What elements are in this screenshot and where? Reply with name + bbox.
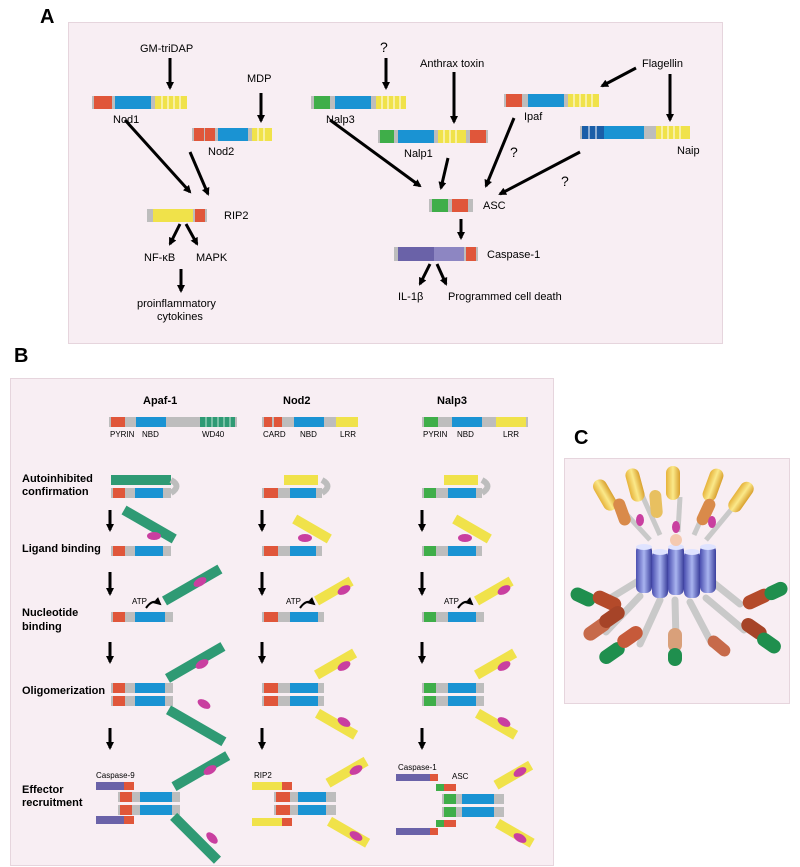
arrow-nod1-rip2	[123, 118, 192, 194]
mapk-label: MAPK	[196, 252, 228, 264]
question-naip: ?	[561, 173, 569, 189]
rip2-label: RIP2	[224, 210, 248, 222]
nod2-nucleotide-bound: ATP	[262, 576, 354, 622]
ipaf-protein	[504, 94, 599, 107]
apaf1-effector-complex: Caspase-9	[96, 751, 231, 864]
panel-c-inflammasome-model	[570, 466, 788, 666]
nalp3-oligomer	[422, 648, 519, 740]
caspase1-protein	[394, 247, 478, 261]
arrow-ipaf-asc	[484, 117, 516, 188]
arrow-caspase1-il1b	[418, 263, 432, 286]
caspase9-label: Caspase-9	[96, 771, 135, 780]
step-oligomerization: Oligomerization	[22, 685, 105, 697]
ligand-icon	[458, 534, 472, 542]
panel-b-letter: B	[14, 345, 29, 367]
nod1-protein	[92, 96, 187, 109]
il1b-label: IL-1β	[398, 291, 423, 303]
rip2-effector-label: RIP2	[254, 771, 272, 780]
panel-a-letter: A	[40, 6, 55, 28]
apaf1-domain-bar	[109, 417, 237, 427]
asc-protein	[429, 199, 473, 212]
panel-c-letter: C	[574, 427, 589, 449]
question-nalp3: ?	[380, 39, 388, 55]
apaf1-domain-pyrin: PYRIN	[110, 430, 135, 439]
arrow-nod2-rip2	[188, 151, 210, 196]
caspase1-effector-label: Caspase-1	[398, 763, 437, 772]
cytokines-label-1: proinflammatory	[137, 298, 216, 310]
step-autoinhibited-2: confirmation	[22, 486, 89, 498]
anthrax-label: Anthrax toxin	[420, 58, 484, 70]
nalp3-effector-complex: Caspase-1 ASC	[396, 760, 535, 848]
step-nucleotide-1: Nucleotide	[22, 607, 78, 619]
apaf1-oligomer	[111, 642, 227, 747]
caspase1-label: Caspase-1	[487, 249, 540, 261]
nalp3-autoinhibited	[422, 475, 491, 498]
nod2-oligomer	[262, 648, 359, 740]
nod2-domain-bar	[262, 417, 358, 427]
asc-label: ASC	[483, 200, 506, 212]
nod2-effector-complex: RIP2	[252, 756, 371, 848]
pcd-label: Programmed cell death	[448, 291, 562, 303]
nalp3-domain-lrr: LRR	[503, 430, 519, 439]
gm-tridap-label: GM-triDAP	[140, 43, 193, 55]
step-ligand-binding: Ligand binding	[22, 543, 101, 555]
nalp1-label: Nalp1	[404, 148, 433, 160]
atp-label-nod2: ATP	[286, 597, 301, 606]
apaf1-domain-nbd: NBD	[142, 430, 159, 439]
arrow-caspase1-pcd	[435, 263, 448, 286]
apaf1-nucleotide-bound: ATP	[111, 564, 223, 622]
nalp3-domain-bar	[422, 417, 528, 427]
nalp3-domain-pyrin: PYRIN	[423, 430, 448, 439]
nalp3-protein	[311, 96, 406, 109]
naip-protein	[580, 126, 690, 139]
arrow-nalp3-asc	[329, 118, 422, 188]
step-autoinhibited-1: Autoinhibited	[22, 473, 93, 485]
flagellin-label: Flagellin	[642, 58, 683, 70]
arrow-rip2-mapk	[184, 223, 199, 246]
nalp3-nucleotide-bound: ATP	[422, 576, 514, 622]
step-effector-2: recruitment	[22, 797, 83, 809]
column-nalp3: Nalp3	[437, 395, 467, 407]
arrow-nalp1-asc	[438, 157, 450, 190]
nod2-domain-card: CARD	[263, 430, 286, 439]
panel-b: Apaf-1 Nod2 Nalp3 PYRIN NBD WD40 CARD NB…	[22, 395, 535, 864]
column-apaf1: Apaf-1	[143, 395, 177, 407]
apaf1-domain-wd40: WD40	[202, 430, 225, 439]
asc-effector-label: ASC	[452, 772, 469, 781]
ligand-icon	[147, 532, 161, 540]
step-effector-1: Effector	[22, 784, 64, 796]
nalp3-ligand-bound	[422, 514, 492, 556]
question-ipaf: ?	[510, 144, 518, 160]
apaf1-ligand-bound	[111, 505, 177, 556]
ipaf-label: Ipaf	[524, 111, 543, 123]
atp-label-apaf1: ATP	[132, 597, 147, 606]
panel-a: Nod1 Nod2 GM-triDAP MDP RIP2 NF-κB MAPK	[92, 39, 700, 323]
nod2-domain-lrr: LRR	[340, 430, 356, 439]
nod2-protein	[192, 128, 272, 141]
apaf1-autoinhibited	[111, 475, 180, 498]
nfkb-label: NF-κB	[144, 252, 175, 264]
nod2-label: Nod2	[208, 146, 234, 158]
mdp-label: MDP	[247, 73, 271, 85]
rip2-protein	[147, 209, 207, 222]
nod2-domain-nbd: NBD	[300, 430, 317, 439]
nalp3-domain-nbd: NBD	[457, 430, 474, 439]
nod2-ligand-bound	[262, 514, 332, 556]
arrow-rip2-nfkb	[168, 223, 182, 246]
step-nucleotide-2: binding	[22, 621, 62, 633]
arrow-flagellin-ipaf	[600, 66, 637, 88]
nod2-autoinhibited	[262, 475, 331, 498]
atp-label-nalp3: ATP	[444, 597, 459, 606]
naip-label: Naip	[677, 145, 700, 157]
arrow-naip-asc	[498, 150, 581, 196]
nalp1-protein	[378, 130, 488, 143]
cytokines-label-2: cytokines	[157, 311, 203, 323]
column-nod2: Nod2	[283, 395, 311, 407]
ligand-icon	[298, 534, 312, 542]
